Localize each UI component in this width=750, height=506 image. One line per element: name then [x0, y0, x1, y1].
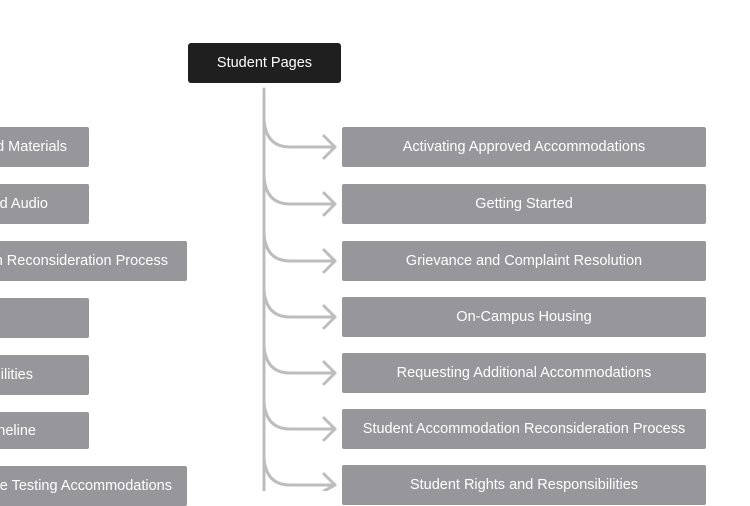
right-node-label: Student Rights and Responsibilities [409, 477, 639, 493]
branch-2 [262, 175, 337, 217]
left-node-label: ilities [0, 367, 33, 383]
left-node-label: neline [0, 422, 36, 439]
branch-6 [262, 400, 337, 442]
branch-3 [262, 232, 337, 274]
branch-4 [262, 288, 337, 330]
root-node-label: Student Pages [216, 55, 313, 71]
left-node-label: e Testing Accommodations [0, 478, 172, 494]
left-node-7[interactable]: e Testing Accommodations [0, 466, 187, 506]
right-node-getting-started[interactable]: Getting Started [342, 184, 706, 224]
left-node-1[interactable]: d Materials [0, 127, 89, 167]
right-node-activating-approved-accommodations[interactable]: Activating Approved Accommodations [342, 127, 706, 167]
right-node-label: Getting Started [475, 196, 573, 212]
left-node-4[interactable] [0, 298, 89, 338]
left-node-5[interactable]: ilities [0, 355, 89, 395]
left-node-6[interactable]: neline [0, 412, 89, 449]
branch-5 [262, 344, 337, 386]
root-node-student-pages[interactable]: Student Pages [188, 43, 341, 83]
right-node-label: Activating Approved Accommodations [402, 139, 646, 155]
left-node-3[interactable]: n Reconsideration Process [0, 241, 187, 281]
branch-1 [262, 118, 337, 160]
right-node-label: On-Campus Housing [456, 309, 592, 325]
branch-7 [262, 456, 337, 491]
right-node-label: Requesting Additional Accommodations [396, 365, 652, 381]
connector-lines [262, 87, 337, 491]
right-node-on-campus-housing[interactable]: On-Campus Housing [342, 297, 706, 337]
right-node-label: Student Accommodation Reconsideration Pr… [362, 421, 686, 437]
left-node-2[interactable]: d Audio [0, 184, 89, 224]
left-node-label: d Audio [0, 196, 48, 212]
right-node-requesting-additional-accommodations[interactable]: Requesting Additional Accommodations [342, 353, 706, 393]
left-node-label: n Reconsideration Process [0, 253, 168, 269]
right-node-student-rights-and-responsibilities[interactable]: Student Rights and Responsibilities [342, 465, 706, 505]
right-node-student-accommodation-reconsideration-process[interactable]: Student Accommodation Reconsideration Pr… [342, 409, 706, 449]
left-node-label: d Materials [0, 139, 67, 155]
right-node-label: Grievance and Complaint Resolution [405, 253, 643, 269]
right-node-grievance-and-complaint-resolution[interactable]: Grievance and Complaint Resolution [342, 241, 706, 281]
